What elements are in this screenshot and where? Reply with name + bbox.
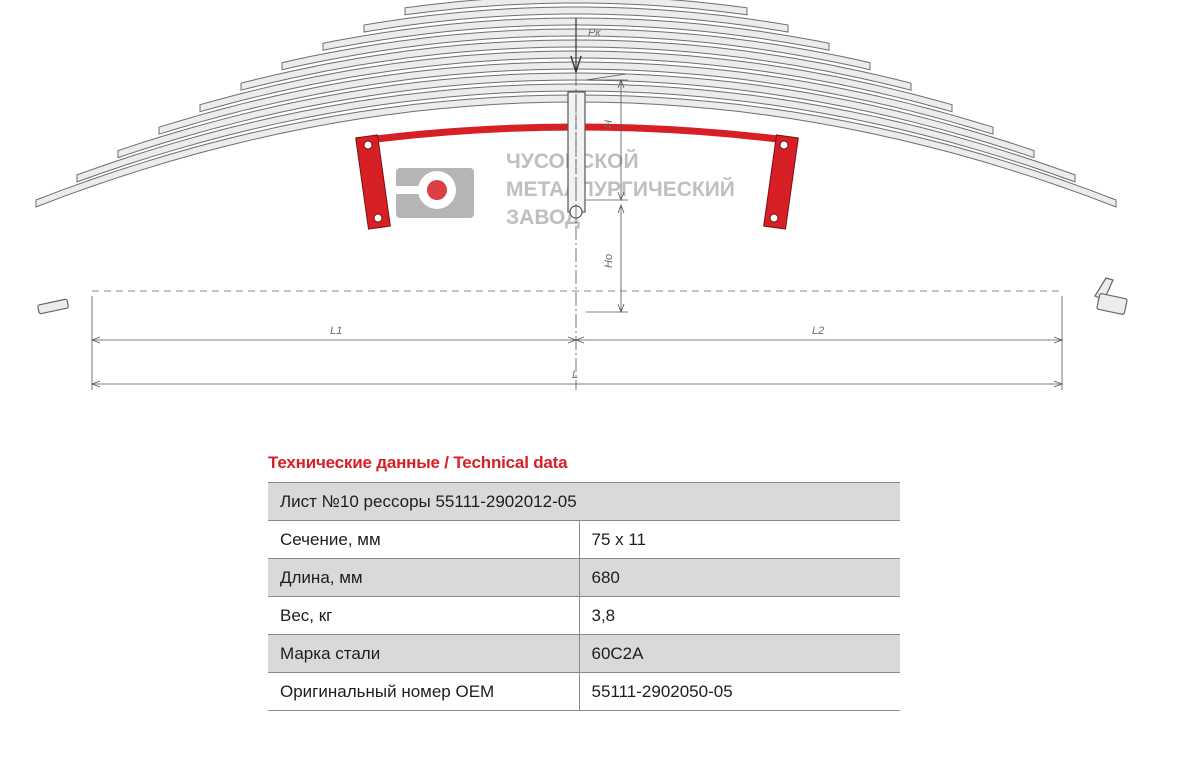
length-dimensions: [90, 296, 1064, 390]
table-row: Сечение, мм 75 x 11: [268, 520, 900, 559]
table-row: Длина, мм 680: [268, 558, 900, 597]
spring-leaf: [404, 0, 748, 16]
spring-leaf: [117, 72, 1035, 159]
tech-data-table: Лист №10 рессоры 55111-2902012-05 Сечени…: [268, 482, 900, 711]
right-end-hook: [1094, 277, 1128, 315]
l-label: L: [572, 369, 578, 381]
factory-logo: [396, 168, 474, 218]
table-header-row: Лист №10 рессоры 55111-2902012-05: [268, 482, 900, 521]
leaf-spring-diagram: ЧУСОВСКОЙ МЕТАЛЛУРГИЧЕСКИЙ ЗАВОД Pк: [35, 0, 1128, 390]
left-end-tip: [37, 298, 69, 315]
h1-label: H: [603, 120, 615, 128]
spring-leaf: [35, 94, 1117, 208]
center-bolt: [567, 91, 586, 219]
table-row: Марка стали 60С2А: [268, 634, 900, 673]
watermark-line-2: МЕТАЛЛУРГИЧЕСКИЙ: [506, 177, 735, 201]
row-label: Длина, мм: [268, 558, 580, 597]
height-dimensions: [585, 73, 628, 314]
spring-leaf: [199, 50, 953, 113]
l1-label: L1: [330, 325, 342, 337]
row-label: Сечение, мм: [268, 520, 580, 559]
spring-leaf: [240, 39, 912, 91]
h2-label: Hо: [603, 254, 615, 268]
spring-leaf: [76, 83, 1076, 183]
spring-leaf: [322, 17, 830, 51]
force-label: Pк: [588, 27, 601, 39]
spring-leaf: [363, 6, 789, 33]
table-row: Оригинальный номер OEM 55111-2902050-05: [268, 672, 900, 711]
row-value: 680: [579, 558, 900, 597]
row-label: Вес, кг: [268, 596, 580, 635]
row-label: Оригинальный номер OEM: [268, 672, 580, 711]
row-value: 55111-2902050-05: [591, 681, 733, 701]
spring-leaf: [158, 61, 994, 135]
row-value: 3,8: [591, 605, 616, 625]
spring-leaves: [35, 0, 1117, 208]
left-clamp: [355, 134, 391, 230]
row-value: 60С2А: [579, 634, 900, 673]
force-arrow: [570, 18, 582, 390]
table-row: Вес, кг 3,8: [268, 596, 900, 635]
l2-label: L2: [812, 325, 824, 337]
row-label: Марка стали: [268, 634, 580, 673]
table-header-cell: Лист №10 рессоры 55111-2902012-05: [268, 482, 900, 521]
watermark-line-3: ЗАВОД: [506, 206, 580, 229]
right-clamp: [763, 134, 799, 230]
tech-data-title: Технические данные / Technical data: [268, 453, 568, 472]
row-value: 75 x 11: [591, 529, 647, 549]
spring-leaf: [281, 28, 871, 71]
